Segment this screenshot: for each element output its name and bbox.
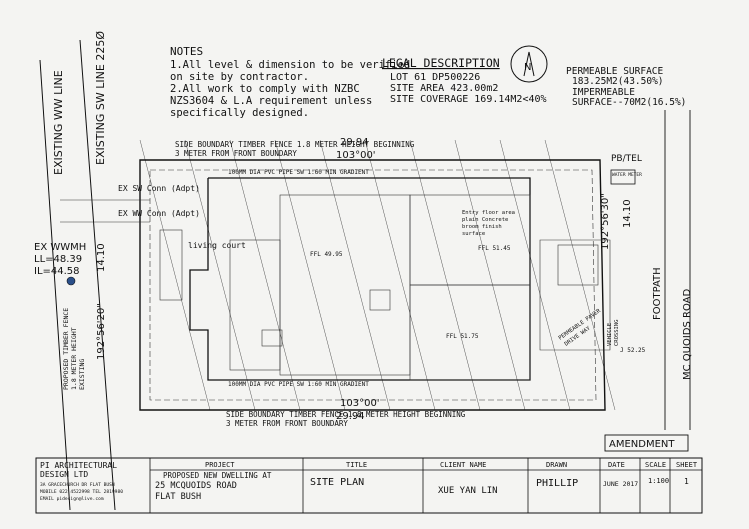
- j-level-label: J 52.25: [620, 347, 646, 354]
- notes-heading: NOTES: [170, 45, 203, 58]
- client-header: CLIENT NAME: [440, 461, 486, 469]
- road-frontage: FOOTPATH MC QUOIDS ROAD: [652, 110, 693, 430]
- vehicle-label-2: CROSSING: [614, 320, 620, 347]
- amendment-box: AMENDMENT: [604, 434, 689, 452]
- drawn-value: PHILLIP: [536, 478, 578, 489]
- permeable-line-3: IMPERMEABLE: [572, 87, 635, 98]
- drawn-header: DRAWN: [546, 461, 567, 469]
- top-dist-label: 29.94: [340, 137, 369, 148]
- entry-note-4: surface: [462, 231, 485, 237]
- notes-line-2: on site by contractor.: [170, 71, 309, 83]
- north-label: N: [524, 62, 531, 73]
- sheet-value: 1: [684, 477, 689, 486]
- left-bearing-label: 192°56'20": [96, 303, 107, 360]
- rear-fence-line-2: 1.8 METER HEIGHT: [70, 327, 78, 390]
- project-line-2: 25 MCQUOIDS ROAD: [155, 481, 237, 491]
- existing-service-lines: EXISTING WW LINE EXISTING SW LINE 225Ø: [39, 31, 116, 511]
- notes-line-3: 2.All work to comply with NZBC: [170, 83, 360, 95]
- bottom-fence-line-2: 3 METER FROM FRONT BOUNDARY: [226, 419, 348, 428]
- project-line-1: PROPOSED NEW DWELLING AT: [163, 471, 272, 480]
- site-boundary: [139, 159, 606, 411]
- right-bearing-label: 192°56'30": [600, 193, 611, 250]
- vehicle-label-1: VEHICLE: [607, 323, 613, 346]
- rear-fence-line-1: PROPOSED TIMBER FENCE: [62, 308, 70, 390]
- bottom-fence-line-1: SIDE BOUNDARY TIMBER FENCE 1.8 METER HEI…: [226, 410, 466, 419]
- left-boundary-labels: 192°56'20" 14.10 PROPOSED TIMBER FENCE 1…: [62, 243, 107, 390]
- right-dist-label: 14.10: [622, 199, 633, 228]
- notes-block: NOTES 1.All level & dimension to be veri…: [170, 45, 410, 119]
- top-fence-line-1: SIDE BOUNDARY TIMBER FENCE 1.8 METER HEI…: [175, 140, 415, 149]
- ffl-mid-label: FFL 51.45: [478, 245, 511, 252]
- wwmh-marker: [66, 276, 76, 286]
- bottom-bearing-label: 103°00': [340, 398, 380, 409]
- pipe-top-label: 100MM DIA PVC PIPE SW 1:60 MIN GRADIENT: [228, 169, 369, 176]
- driveway: PERMEABLE PAVER DRIVE WAY VEHICLE CROSSI…: [539, 239, 646, 354]
- top-fence-line-2: 3 METER FROM FRONT BOUNDARY: [175, 149, 297, 158]
- legal-site-area: SITE AREA 423.00m2: [390, 83, 498, 94]
- title-block: PI ARCHITECTURAL DESIGN LTD 3A GRACECHUR…: [35, 457, 703, 514]
- existing-ww-line-label: EXISTING WW LINE: [52, 70, 65, 175]
- pipe-bottom-label: 100MM DIA PVC PIPE SW 1:60 MIN GRADIENT: [228, 381, 369, 388]
- top-bearing-label: 103°00': [336, 150, 376, 161]
- living-court-label: living court: [188, 241, 246, 250]
- title-header: TITLE: [346, 461, 367, 469]
- company-address: 3A GRACECHURCH DR FLAT BUSH: [40, 482, 115, 488]
- notes-line-1: 1.All level & dimension to be verified: [170, 59, 410, 71]
- project-header: PROJECT: [205, 461, 235, 469]
- legal-lot: LOT 61 DP500226: [390, 72, 480, 83]
- entry-note-3: broom finish: [462, 224, 502, 230]
- entry-note-2: plain Concrete: [462, 217, 508, 223]
- right-boundary-labels: 192°56'30" 14.10 PB/TEL: [600, 154, 642, 250]
- company-phone: MOBILE 022 4522998 TEL 2819980: [40, 489, 123, 495]
- bottom-boundary-labels: 103°00' 29.94 SIDE BOUNDARY TIMBER FENCE…: [226, 398, 466, 428]
- permeable-surface-info: PERMEABLE SURFACE 183.25M2(43.50%) IMPER…: [566, 66, 686, 108]
- entry-note-1: Entry floor area: [462, 210, 515, 216]
- legal-description: LEGAL DESCRIPTION LOT 61 DP500226 SITE A…: [382, 56, 547, 105]
- existing-sw-line-label: EXISTING SW LINE 225Ø: [94, 31, 107, 165]
- legal-site-coverage: SITE COVERAGE 169.14M2<40%: [390, 94, 547, 105]
- permeable-line-4: SURFACE--70M2(16.5%): [572, 97, 686, 108]
- rear-fence-line-3: EXISTING: [78, 359, 86, 390]
- house-footprint: living court FFL 49.95 FFL 51.45 FFL 51.…: [159, 177, 531, 381]
- date-header: DATE: [608, 461, 625, 469]
- ffl-left-label: FFL 49.95: [310, 251, 343, 258]
- company-name-2: DESIGN LTD: [40, 470, 88, 479]
- company-name-1: PI ARCHITECTURAL: [40, 461, 117, 470]
- client-value: XUE YAN LIN: [438, 486, 498, 496]
- notes-line-5: specifically designed.: [170, 107, 309, 119]
- scale-header: SCALE: [645, 461, 666, 469]
- project-line-3: FLAT BUSH: [155, 492, 201, 502]
- date-value: JUNE 2017: [603, 480, 638, 488]
- ww-conn-label: EX WW Conn (Adpt): [118, 209, 200, 218]
- bottom-dist-label: 29.94: [336, 411, 365, 422]
- services: EX SW Conn (Adpt) EX WW Conn (Adpt) EX W…: [34, 169, 642, 388]
- wwmh-ll: LL=48.39: [34, 254, 82, 265]
- wwmh-il: IL=44.58: [34, 266, 80, 277]
- contour-lines: [139, 139, 616, 411]
- footpath-label: FOOTPATH: [652, 267, 663, 320]
- ffl-garage-label: FFL 51.75: [446, 333, 479, 340]
- title-value: SITE PLAN: [310, 477, 364, 488]
- left-dist-label: 14.10: [96, 243, 107, 272]
- scale-value: 1:100: [648, 477, 669, 485]
- notes-line-4: NZS3604 & L.A requirement unless: [170, 95, 372, 107]
- pb-tel-label: PB/TEL: [611, 154, 642, 164]
- company-email: EMAIL pidesign@live.com: [40, 496, 104, 502]
- legal-heading: LEGAL DESCRIPTION: [382, 56, 500, 70]
- north-arrow: N: [510, 45, 548, 83]
- permeable-line-2: 183.25M2(43.50%): [572, 76, 664, 87]
- wwmh-label: EX WWMH: [34, 242, 86, 253]
- permeable-line-1: PERMEABLE SURFACE: [566, 66, 664, 77]
- amendment-label: AMENDMENT: [609, 439, 675, 450]
- sw-conn-label: EX SW Conn (Adpt): [118, 184, 200, 193]
- top-boundary-labels: SIDE BOUNDARY TIMBER FENCE 1.8 METER HEI…: [175, 137, 415, 161]
- sheet-header: SHEET: [676, 461, 698, 469]
- water-meter-label: WATER METER: [612, 172, 642, 178]
- road-name-label: MC QUOIDS ROAD: [682, 288, 693, 380]
